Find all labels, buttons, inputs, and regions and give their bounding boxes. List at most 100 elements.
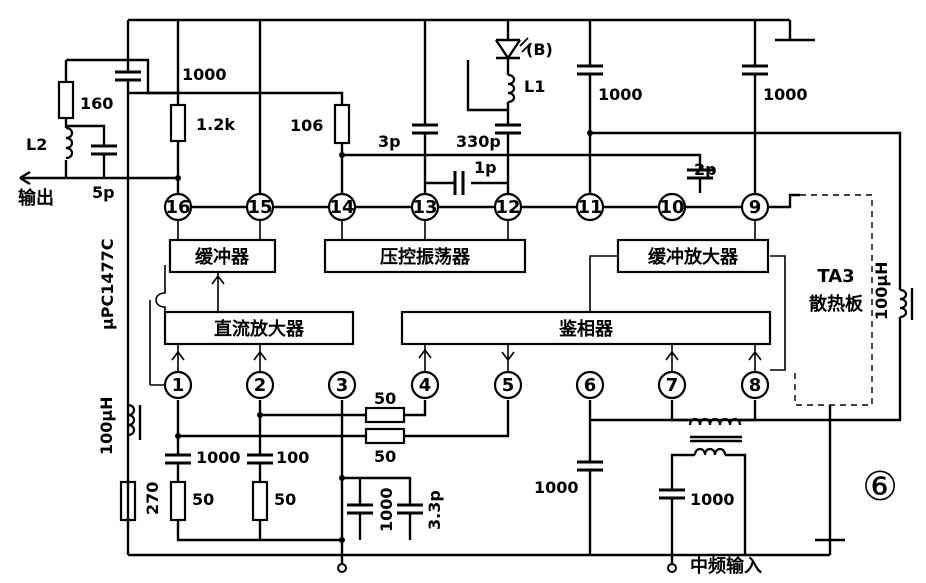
block-label-buffer-amp: 缓冲放大器 <box>648 246 739 268</box>
pin-14: 14 <box>327 192 357 222</box>
label-c-1000-b: 1000 <box>763 85 808 104</box>
capacitor-3-3p <box>397 503 423 515</box>
internal-wire <box>177 344 756 385</box>
pin-7: 7 <box>657 370 687 400</box>
label-l2: L2 <box>26 135 47 154</box>
capacitor-1p <box>453 171 465 195</box>
wire <box>670 400 757 422</box>
svg-text:7: 7 <box>666 375 679 396</box>
svg-text:2: 2 <box>254 375 267 396</box>
capacitor-top-left <box>115 70 141 82</box>
capacitor-100-pin2 <box>247 453 273 465</box>
pin-13: 13 <box>410 192 440 222</box>
internal-wire <box>589 255 618 312</box>
label-r-50-pin2: 50 <box>274 490 296 509</box>
svg-text:10: 10 <box>659 197 684 218</box>
junction-dot <box>339 475 345 481</box>
wire <box>590 131 902 290</box>
wire <box>342 476 412 505</box>
label-c-1000-pin3: 1000 <box>377 487 396 532</box>
capacitor-3p <box>412 123 438 135</box>
pin-9: 9 <box>740 192 770 222</box>
pin-16: 16 <box>163 192 193 222</box>
pin-2: 2 <box>245 370 275 400</box>
ta3-label: TA3 <box>817 266 854 287</box>
resistor-50-pin2 <box>251 480 269 522</box>
svg-text:1: 1 <box>172 375 185 396</box>
pin-10: 10 <box>657 192 687 222</box>
pin-1: 1 <box>163 370 193 400</box>
label-r-270: 270 <box>143 482 162 515</box>
transformer-primary <box>688 417 742 426</box>
capacitor-1000-pin3 <box>347 503 373 515</box>
capacitor-1000-a <box>577 64 603 76</box>
wire <box>66 58 178 95</box>
label-r-160: 160 <box>80 94 113 113</box>
label-r-50-pin1: 50 <box>192 490 214 509</box>
svg-text:12: 12 <box>495 197 520 218</box>
output-arrow-icon <box>19 170 31 186</box>
wire <box>176 520 342 542</box>
svg-text:9: 9 <box>749 197 762 218</box>
wire <box>64 124 106 178</box>
heatsink-label: 散热板 <box>809 293 864 315</box>
pin-15: 15 <box>245 192 275 222</box>
pin-3: 3 <box>327 370 357 400</box>
block-label-dc-amp: 直流放大器 <box>214 318 305 340</box>
block-label-phase-detector: 鉴相器 <box>558 318 614 340</box>
capacitor-1000-pin1 <box>165 453 191 465</box>
pin-6: 6 <box>575 370 605 400</box>
label-c-1p: 1p <box>474 158 497 177</box>
svg-text:8: 8 <box>749 375 762 396</box>
transformer-core <box>690 435 742 443</box>
svg-text:13: 13 <box>412 197 437 218</box>
svg-text:3: 3 <box>336 375 349 396</box>
junction-dot <box>175 175 181 181</box>
resistor-160 <box>57 80 75 120</box>
resistor-50-top <box>364 406 406 424</box>
ground-symbol-top <box>775 20 815 42</box>
resistor-270 <box>119 480 137 522</box>
inductor-l2 <box>65 126 74 160</box>
resistor-50-pin1 <box>169 480 187 522</box>
if-input-terminal <box>667 563 677 573</box>
junction-dot <box>339 152 345 158</box>
pin-12: 12 <box>493 192 523 222</box>
output-label: 输出 <box>18 187 54 209</box>
inductor-100uh-left <box>127 403 136 437</box>
block-dc-amp <box>163 310 355 346</box>
svg-text:4: 4 <box>419 375 432 396</box>
label-l-100uh-left: 100μH <box>97 396 116 455</box>
block-vco <box>323 238 527 274</box>
diode-arrows-icon <box>519 37 531 53</box>
label-c-3-3p: 3.3p <box>425 490 444 530</box>
wire <box>342 153 702 170</box>
label-c-100-pin2: 100 <box>276 448 309 467</box>
label-r-106: 106 <box>290 116 323 135</box>
arrow-icons <box>171 348 762 362</box>
resistor-1-2k <box>169 103 187 143</box>
junction-dot <box>339 537 345 543</box>
label-r-1-2k: 1.2k <box>196 115 235 134</box>
label-l1: L1 <box>524 77 545 96</box>
junction-dot <box>257 412 263 418</box>
pin-5: 5 <box>493 370 523 400</box>
svg-text:15: 15 <box>247 197 272 218</box>
wire <box>128 91 344 105</box>
pin-row-top: 16 15 14 13 12 11 10 9 <box>163 192 770 222</box>
internal-wire <box>177 207 509 240</box>
label-c-1000-a: 1000 <box>598 85 643 104</box>
junction-dot <box>587 130 593 136</box>
junction-dot <box>175 433 181 439</box>
svg-text:16: 16 <box>165 197 190 218</box>
label-c-5p: 5p <box>92 183 115 202</box>
capacitor-1000-if <box>659 488 685 500</box>
label-l-100uh-right: 100μH <box>872 261 891 320</box>
label-r-50-bot: 50 <box>374 447 396 466</box>
label-c-330p: 330p <box>456 132 501 151</box>
resistor-50-bot <box>364 427 406 445</box>
resistor-106 <box>333 103 351 145</box>
ground-symbol-bottom <box>815 538 845 555</box>
